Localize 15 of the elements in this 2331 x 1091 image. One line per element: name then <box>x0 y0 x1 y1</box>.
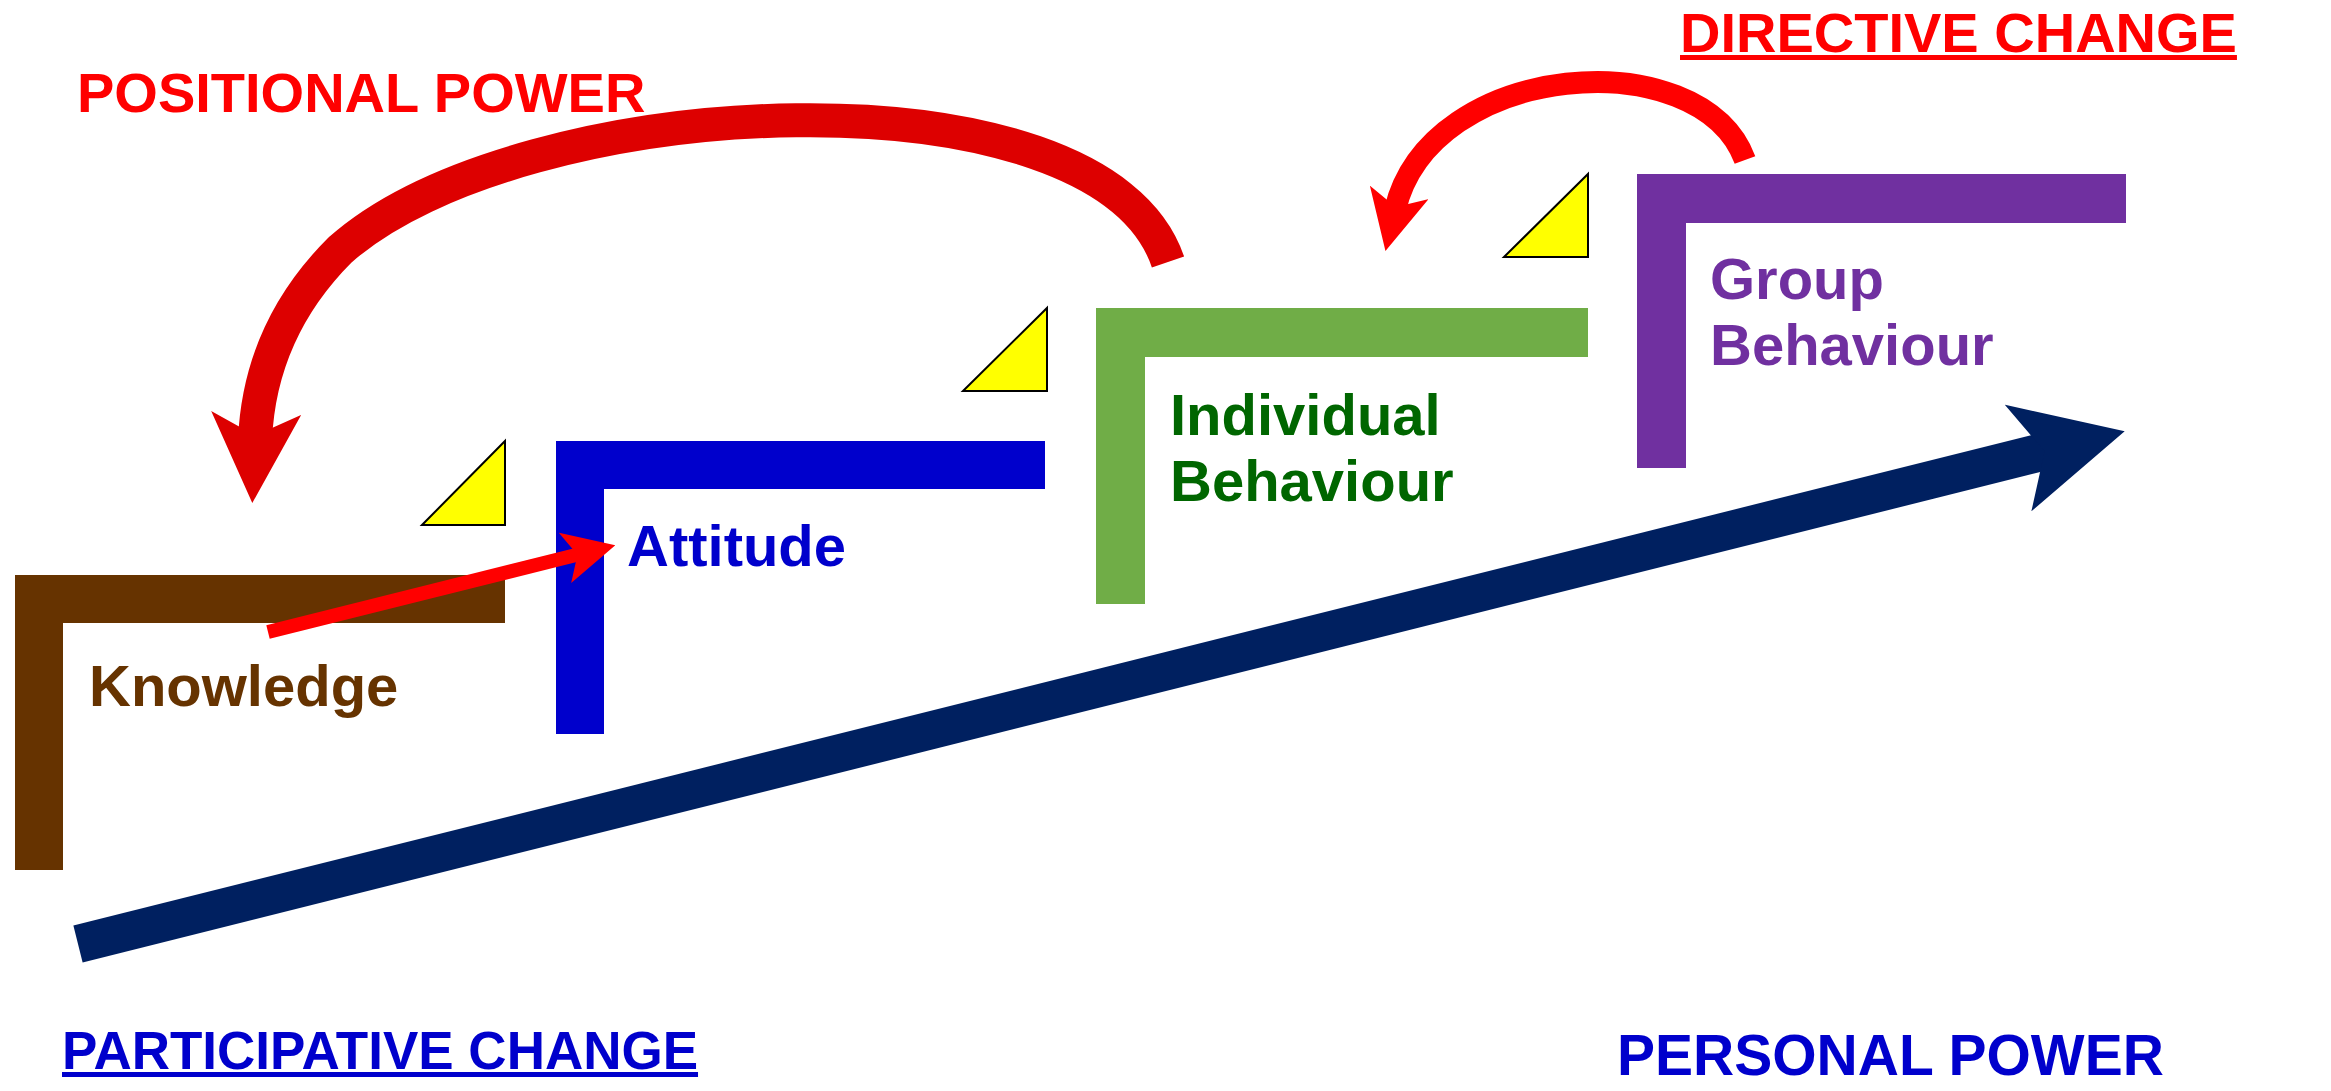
arrow <box>212 103 1183 503</box>
heading-label: POSITIONAL POWER <box>77 60 646 125</box>
step-bracket <box>1637 174 2126 468</box>
step-label: Group Behaviour <box>1710 246 1995 378</box>
step-bracket <box>556 441 1045 734</box>
step-bracket <box>15 575 505 870</box>
step-bracket <box>1096 308 1588 604</box>
heading-label: DIRECTIVE CHANGE <box>1680 0 2237 65</box>
step-label: Knowledge <box>89 653 400 719</box>
step-label: Individual Behaviour <box>1170 382 1455 514</box>
step-label: Attitude <box>627 513 848 579</box>
heading-label: PERSONAL POWER <box>1617 1022 2164 1088</box>
arrow <box>266 532 616 639</box>
heading-label: PARTICIPATIVE CHANGE <box>62 1020 699 1081</box>
arrow <box>1373 71 1755 250</box>
